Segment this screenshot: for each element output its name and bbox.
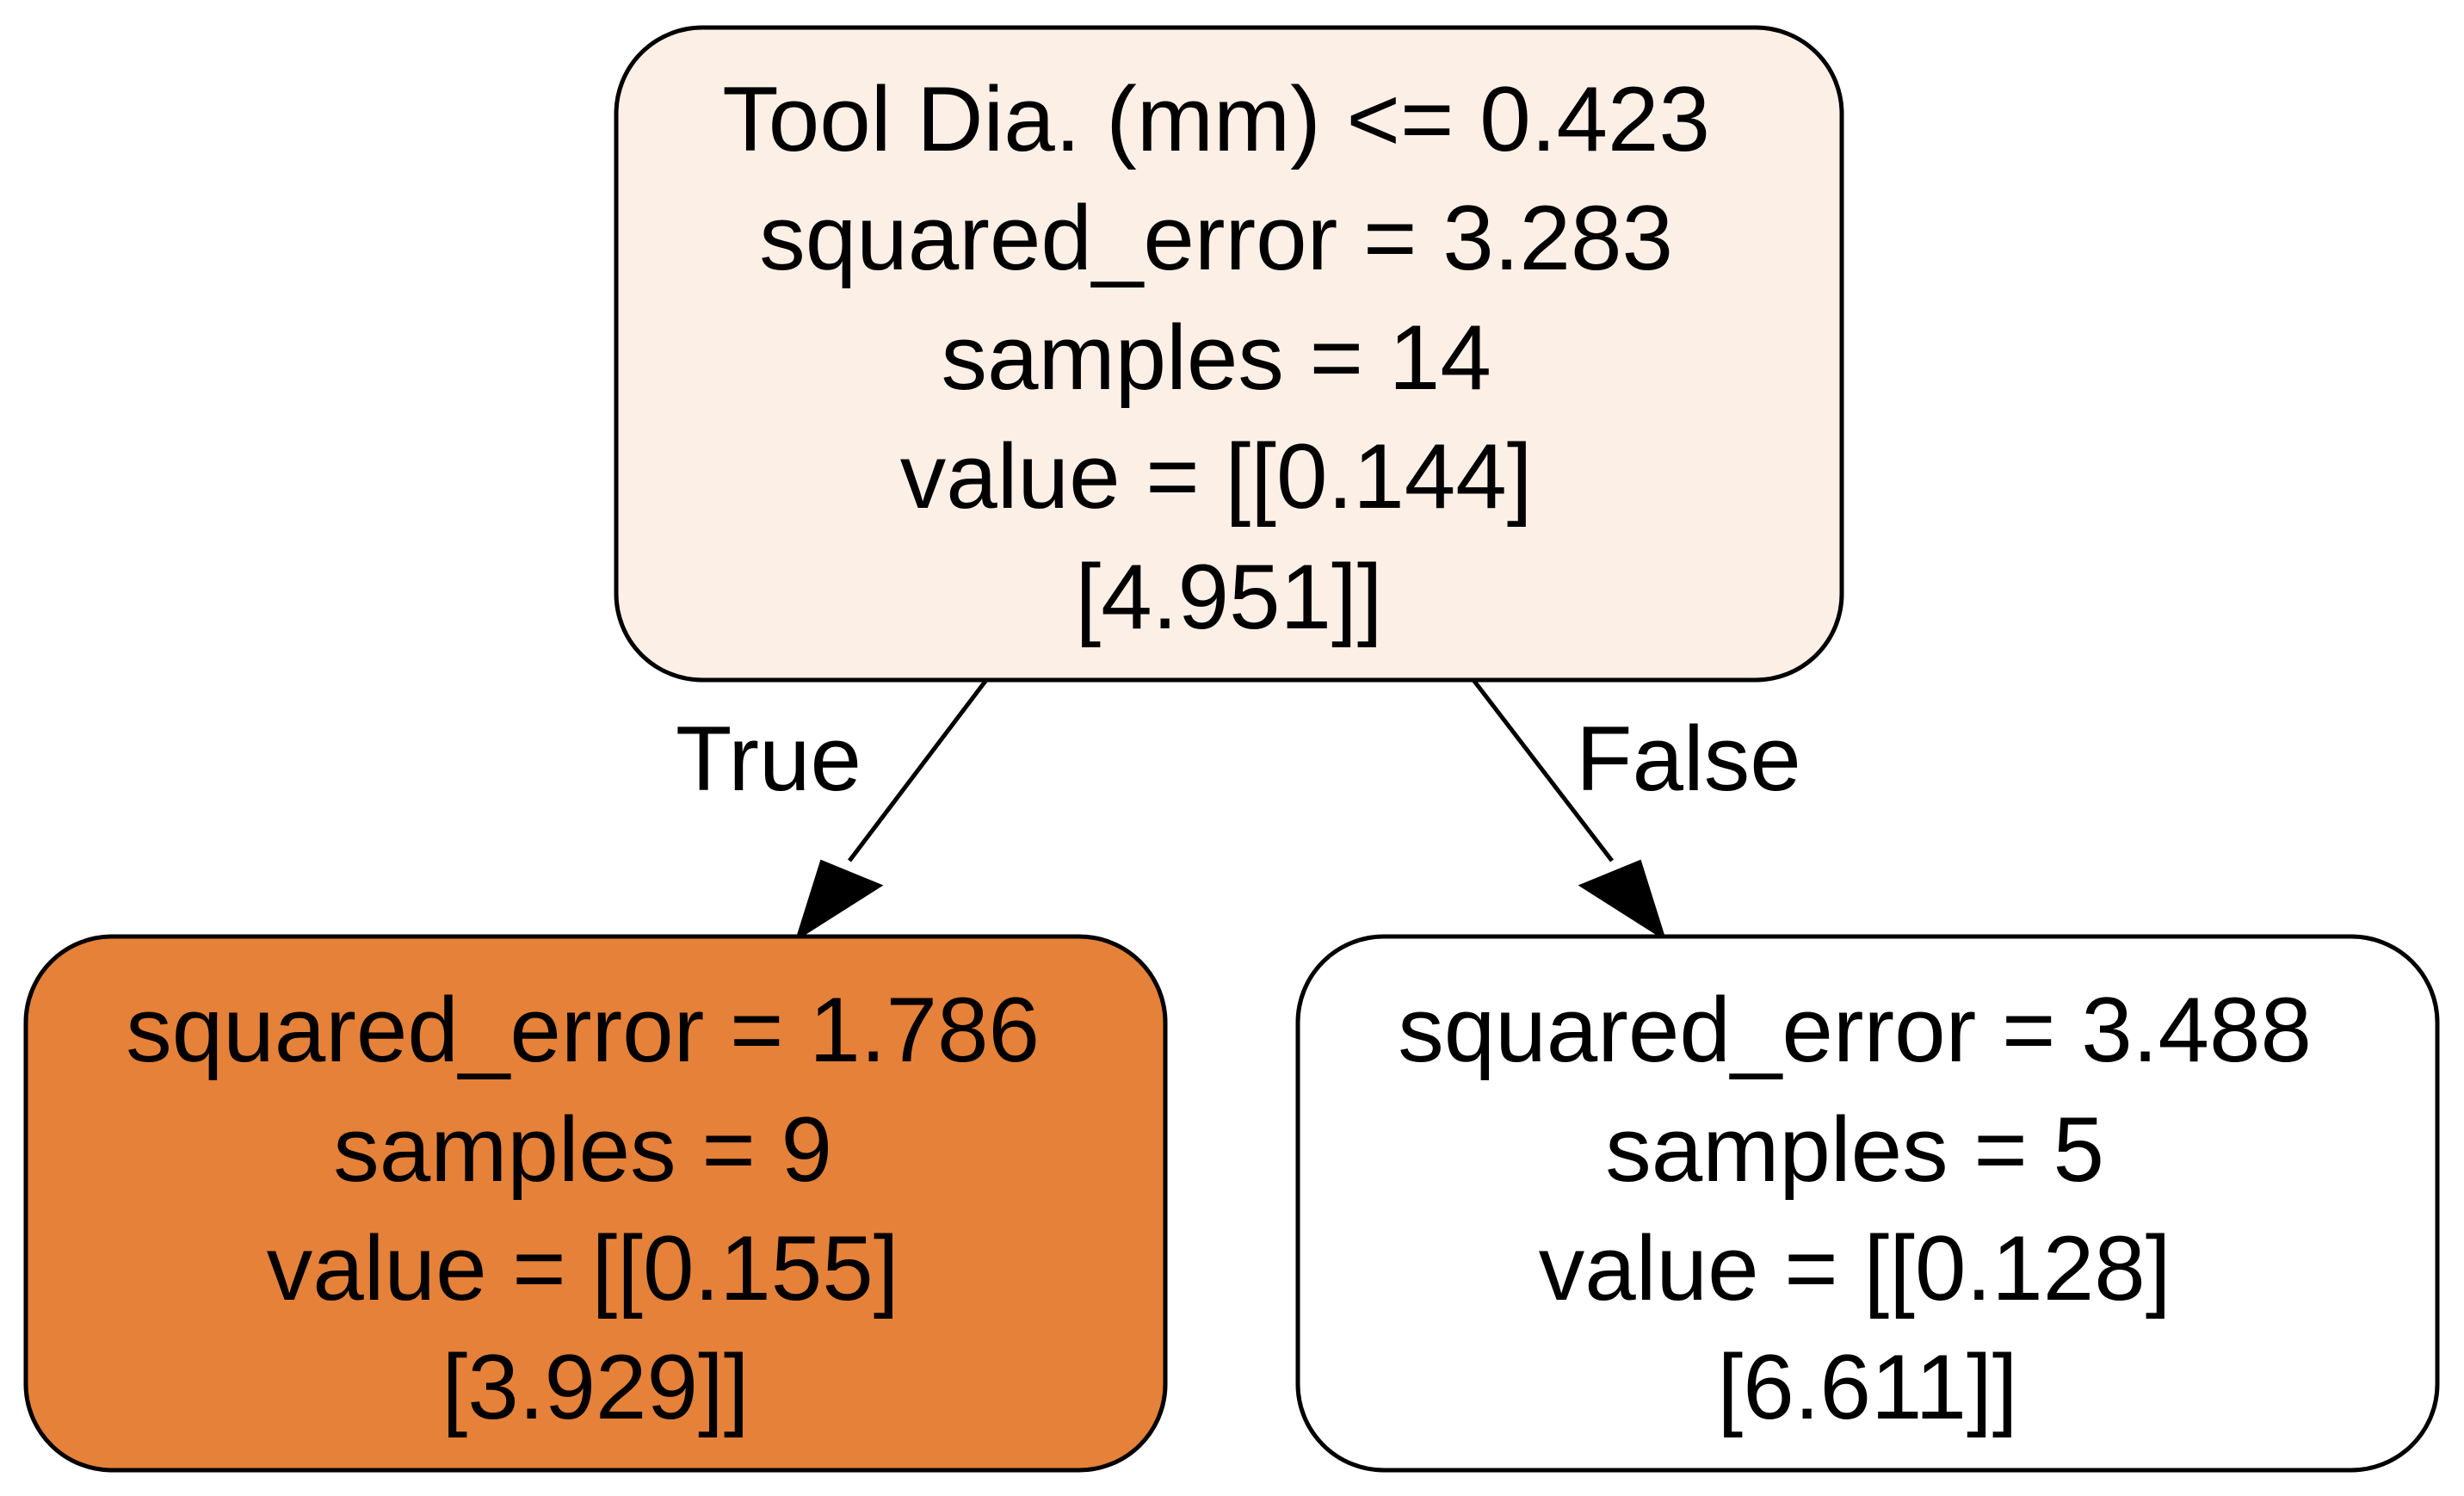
node-line: value = [[0.144] — [900, 424, 1533, 528]
edge-label-true: True — [676, 707, 861, 810]
node-line: squared_error = 3.488 — [1398, 978, 2312, 1081]
edge-true: True — [676, 678, 988, 942]
node-text-right: squared_error = 3.488 samples = 5 value … — [1398, 978, 2337, 1438]
node-box-left — [23, 934, 1168, 1473]
node-line: value = [[0.128] — [1539, 1216, 2171, 1320]
node-line: squared_error = 1.786 — [126, 978, 1040, 1081]
node-line: Tool Dia. (mm) <= 0.423 — [722, 67, 1710, 170]
edge-label-false: False — [1576, 707, 1801, 810]
node-line: squared_error = 3.283 — [759, 186, 1673, 289]
node-line: [3.929]] — [442, 1335, 750, 1438]
node-text-root: Tool Dia. (mm) <= 0.423 squared_error = … — [722, 67, 1735, 648]
edge-false: False — [1472, 678, 1801, 942]
node-line: samples = 14 — [941, 306, 1491, 409]
node-line: samples = 5 — [1605, 1097, 2104, 1201]
tree-node-right: squared_error = 3.488 samples = 5 value … — [1295, 934, 2440, 1473]
tree-node-left: squared_error = 1.786 samples = 9 value … — [23, 934, 1168, 1473]
node-text-left: squared_error = 1.786 samples = 9 value … — [126, 978, 1065, 1438]
node-box-root — [614, 25, 1844, 683]
tree-node-root: Tool Dia. (mm) <= 0.423 squared_error = … — [614, 25, 1844, 683]
node-line: [6.611]] — [1717, 1335, 2017, 1438]
node-line: value = [[0.155] — [267, 1216, 899, 1320]
node-line: [4.951]] — [1076, 545, 1383, 648]
node-box-right — [1295, 934, 2440, 1473]
node-line: samples = 9 — [333, 1097, 832, 1201]
